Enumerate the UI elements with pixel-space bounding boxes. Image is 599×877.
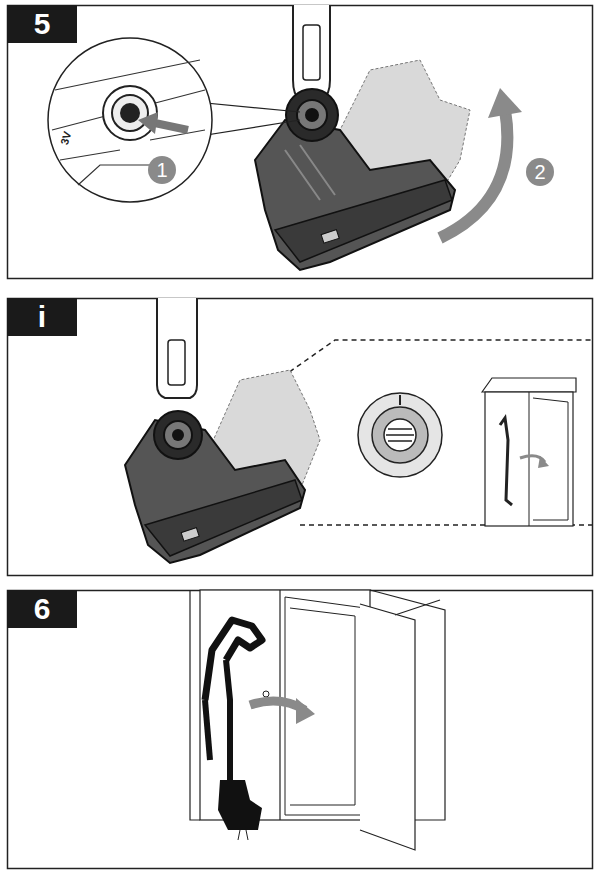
- step-number: 5: [7, 5, 77, 43]
- info-badge: i: [7, 298, 77, 336]
- badge-text: i: [38, 300, 46, 334]
- badge-text: 2: [534, 161, 545, 184]
- step-number: 6: [7, 590, 77, 628]
- callout-number: 2: [526, 158, 554, 186]
- badge-text: 6: [34, 592, 51, 626]
- badge-text: 5: [34, 7, 51, 41]
- badge-text: 1: [156, 159, 167, 182]
- callout-number: 1: [148, 156, 176, 184]
